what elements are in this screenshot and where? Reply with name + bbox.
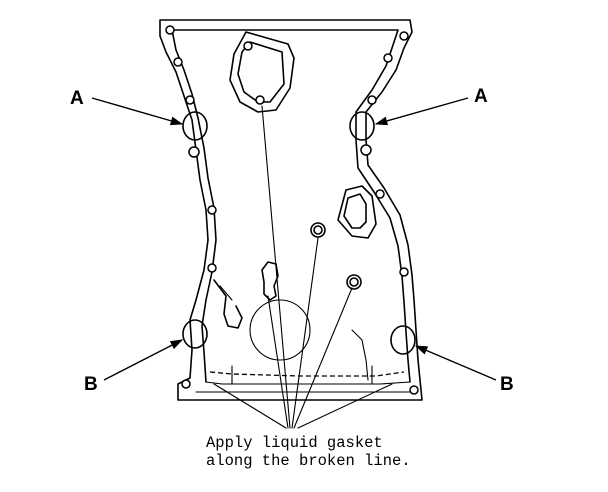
zone-a-left bbox=[182, 111, 208, 141]
crank-seal bbox=[249, 299, 311, 361]
zone-a-right bbox=[349, 111, 375, 141]
arrow-a-right bbox=[374, 97, 469, 126]
note-line-1: Apply liquid gasket bbox=[206, 434, 383, 452]
bolt-holes bbox=[165, 25, 419, 395]
label-b-left: B bbox=[84, 374, 98, 395]
zone-b-right bbox=[390, 325, 416, 355]
bottom-flange bbox=[205, 381, 411, 385]
label-b-right: B bbox=[500, 374, 514, 395]
left-hook bbox=[213, 279, 243, 329]
upper-port-inner bbox=[237, 41, 285, 103]
gasket-groove-left bbox=[171, 29, 217, 383]
arrow-a-left bbox=[91, 97, 184, 126]
right-bracket bbox=[351, 329, 369, 381]
arrow-b-left bbox=[103, 339, 184, 381]
bottom-lip bbox=[231, 365, 373, 385]
cover-outline bbox=[159, 19, 423, 401]
right-oval-outer bbox=[337, 185, 377, 239]
right-oval-inner bbox=[343, 193, 367, 229]
port-center-top bbox=[310, 222, 326, 238]
port-center-right bbox=[346, 274, 362, 290]
label-a-right: A bbox=[474, 86, 488, 107]
label-a-left: A bbox=[70, 88, 84, 109]
broken-line bbox=[209, 371, 405, 377]
note-leaders bbox=[213, 105, 393, 429]
keyhole-slot bbox=[261, 261, 279, 301]
zone-b-left bbox=[182, 319, 208, 349]
note-line-2: along the broken line. bbox=[206, 452, 411, 470]
upper-port-outer bbox=[229, 31, 295, 113]
arrow-b-right bbox=[414, 345, 497, 381]
